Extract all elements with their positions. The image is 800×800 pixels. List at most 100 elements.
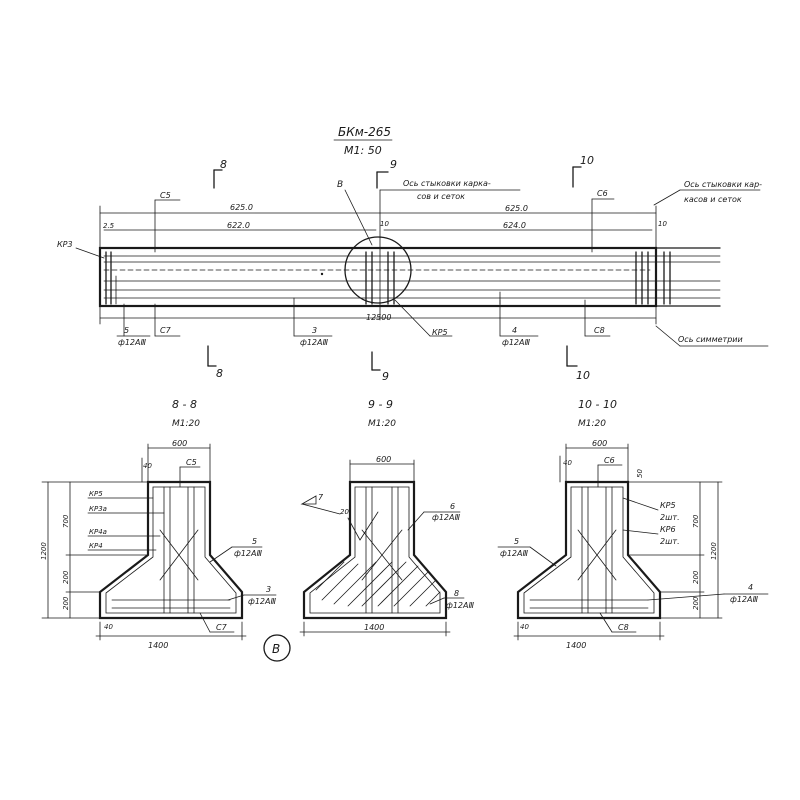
svg-text:8: 8 <box>454 589 459 598</box>
section-mark-8-bottom: 8 <box>207 345 223 380</box>
svg-text:2шт.: 2шт. <box>660 537 680 546</box>
svg-text:ф12АⅢ: ф12АⅢ <box>446 601 474 610</box>
section-10-scale: М1:20 <box>578 419 606 429</box>
svg-text:ф12АⅢ: ф12АⅢ <box>730 595 758 604</box>
section-10-outline <box>516 480 662 620</box>
svg-text:600: 600 <box>592 439 607 448</box>
svg-text:ф12АⅢ: ф12АⅢ <box>432 513 460 522</box>
section-8-outline <box>98 480 244 620</box>
svg-text:624.0: 624.0 <box>503 221 526 230</box>
beam-outline <box>98 246 658 308</box>
joint-axis-label-1a: Ось стыковки карка- <box>403 179 491 188</box>
label-c7: С7 <box>160 326 172 335</box>
section-mark-9-bottom: 9 <box>371 351 389 383</box>
svg-text:1200: 1200 <box>710 542 718 560</box>
svg-text:622.0: 622.0 <box>227 221 250 230</box>
svg-text:5: 5 <box>514 537 519 546</box>
svg-text:200: 200 <box>692 596 700 610</box>
svg-text:2.5: 2.5 <box>103 222 115 230</box>
svg-text:3: 3 <box>266 585 271 594</box>
section-9-outline <box>302 480 448 620</box>
joint-axis-label-2a: Ось стыковки кар- <box>684 180 762 189</box>
svg-text:10: 10 <box>576 369 590 382</box>
section-9-title: 9 - 9 <box>368 398 393 411</box>
svg-text:7: 7 <box>318 493 324 502</box>
svg-text:40: 40 <box>143 462 152 470</box>
section-mark-9-top: 9 <box>376 158 397 189</box>
svg-text:С8: С8 <box>618 623 629 632</box>
section-mark-10-bottom: 10 <box>566 345 590 382</box>
svg-text:700: 700 <box>692 514 700 528</box>
svg-text:5: 5 <box>252 537 257 546</box>
svg-text:С6: С6 <box>604 456 615 465</box>
svg-text:ф12АⅢ: ф12АⅢ <box>118 338 146 347</box>
svg-text:3: 3 <box>312 326 317 335</box>
section-mark-8-top: 8 <box>213 158 227 189</box>
svg-text:ф12АⅢ: ф12АⅢ <box>500 549 528 558</box>
svg-text:В: В <box>272 642 280 656</box>
svg-text:КР5: КР5 <box>89 490 103 498</box>
label-c5: С5 <box>160 191 171 200</box>
svg-text:600: 600 <box>172 439 187 448</box>
svg-text:40: 40 <box>104 623 113 631</box>
svg-text:200: 200 <box>692 570 700 584</box>
svg-text:С5: С5 <box>186 458 197 467</box>
svg-text:200: 200 <box>62 596 70 610</box>
svg-text:КР4а: КР4а <box>89 528 107 536</box>
svg-text:С7: С7 <box>216 623 228 632</box>
svg-text:8: 8 <box>220 158 227 171</box>
hatched-weld-zone <box>315 561 441 607</box>
svg-text:9: 9 <box>382 370 389 383</box>
svg-text:5: 5 <box>124 326 129 335</box>
svg-text:КР3а: КР3а <box>89 505 107 513</box>
svg-text:50: 50 <box>636 469 644 478</box>
svg-text:4: 4 <box>748 583 753 592</box>
svg-text:КР5: КР5 <box>660 501 676 510</box>
svg-text:20: 20 <box>340 508 349 516</box>
svg-text:8: 8 <box>216 367 223 380</box>
joint-axis-label-2b: касов и сеток <box>684 195 742 204</box>
section-8-scale: М1:20 <box>172 419 200 429</box>
svg-text:10: 10 <box>380 220 389 228</box>
svg-text:6: 6 <box>450 502 455 511</box>
section-10-title: 10 - 10 <box>578 398 617 411</box>
label-kr5: КР5 <box>432 328 448 337</box>
svg-text:1200: 1200 <box>40 542 48 560</box>
main-elevation: БКм-265 М1: 50 8 9 10 Ось стыковки карка… <box>57 125 769 383</box>
svg-text:ф12АⅢ: ф12АⅢ <box>248 597 276 606</box>
svg-text:4: 4 <box>512 326 517 335</box>
svg-text:10: 10 <box>658 220 667 228</box>
section-10-10: 10 - 10 М1:20 600 40 С6 50 КР5 2шт. КР6 … <box>497 398 769 650</box>
svg-text:40: 40 <box>563 459 572 467</box>
svg-text:12500: 12500 <box>366 313 391 322</box>
svg-text:600: 600 <box>376 455 391 464</box>
svg-text:КР6: КР6 <box>660 525 676 534</box>
section-8-8: 8 - 8 М1:20 600 40 С5 КР5 КР3а КР4а КР4 … <box>40 398 291 662</box>
svg-text:ф12АⅢ: ф12АⅢ <box>234 549 262 558</box>
label-c8: С8 <box>594 326 605 335</box>
svg-text:ф12АⅢ: ф12АⅢ <box>502 338 530 347</box>
callout-b-label: В <box>337 180 343 190</box>
label-c6: С6 <box>597 189 608 198</box>
symmetry-axis-label: Ось симметрии <box>678 335 743 344</box>
drawing-title: БКм-265 <box>338 125 391 139</box>
svg-text:9: 9 <box>390 158 397 171</box>
svg-text:700: 700 <box>62 514 70 528</box>
svg-text:40: 40 <box>520 623 529 631</box>
joint-axis-label-1b: сов и сеток <box>417 192 465 201</box>
svg-text:1400: 1400 <box>148 641 168 650</box>
svg-text:10: 10 <box>580 154 594 167</box>
section-mark-10-top: 10 <box>572 154 594 188</box>
svg-text:2шт.: 2шт. <box>660 513 680 522</box>
svg-text:1400: 1400 <box>566 641 586 650</box>
svg-text:ф12АⅢ: ф12АⅢ <box>300 338 328 347</box>
detail-b-marker <box>263 634 291 662</box>
label-kr3: КР3 <box>57 240 73 249</box>
svg-text:625.0: 625.0 <box>505 204 528 213</box>
section-9-9: 9 - 9 М1:20 600 7 20 6 ф <box>299 398 474 637</box>
svg-text:КР4: КР4 <box>89 542 103 550</box>
drawing-scale: М1: 50 <box>344 144 382 157</box>
svg-text:200: 200 <box>62 570 70 584</box>
svg-text:1400: 1400 <box>364 623 384 632</box>
